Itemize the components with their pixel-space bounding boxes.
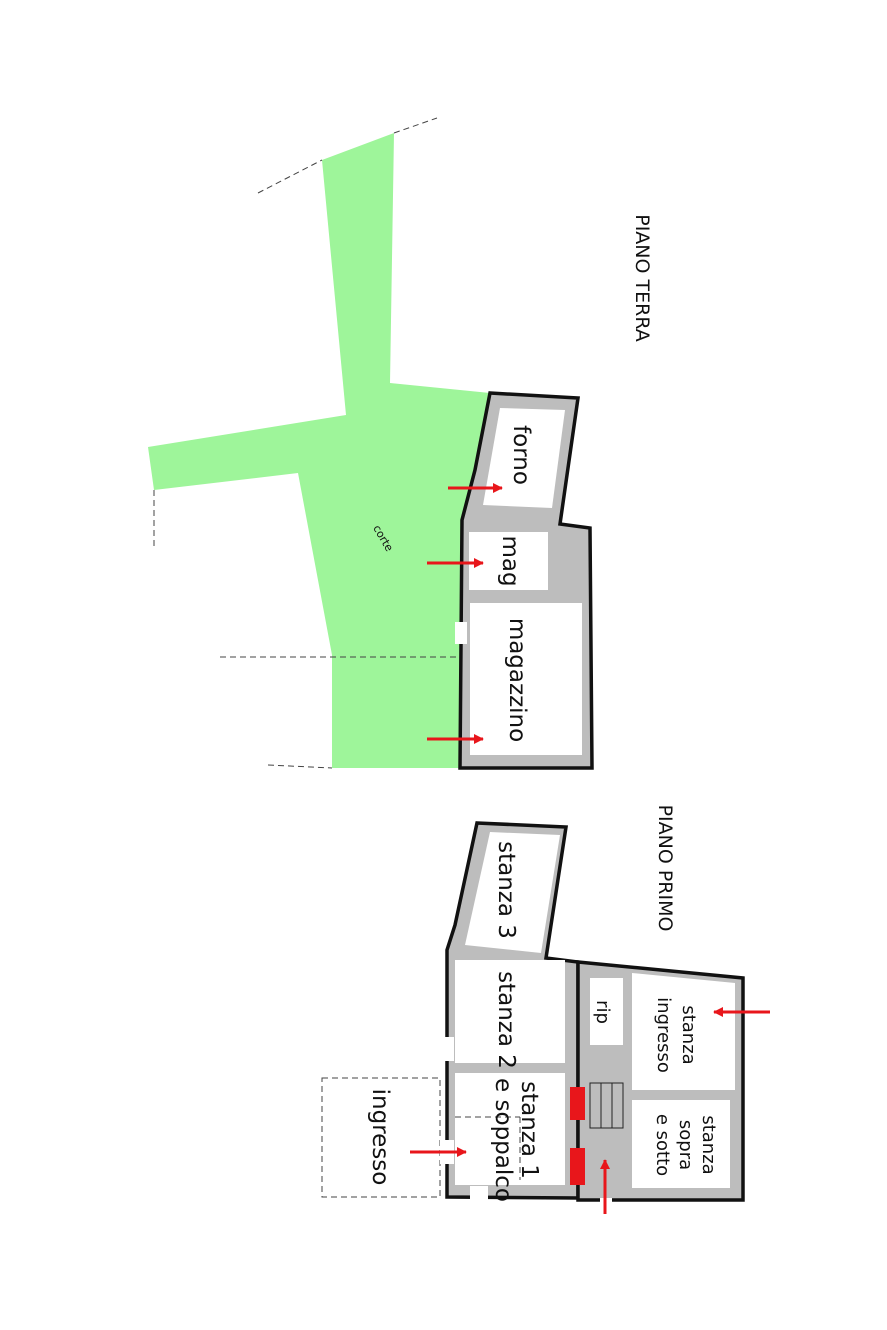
- stairs-icon: [589, 1082, 624, 1129]
- label-sopra-3: e sotto: [652, 1114, 673, 1176]
- label-sopra-1: stanza: [698, 1115, 719, 1174]
- label-magazzino: magazzino: [504, 618, 530, 742]
- door-opening: [470, 1186, 488, 1200]
- ground-floor: PIANO TERRA corte forno mag magazzino: [148, 117, 653, 770]
- window-marker: [570, 1087, 585, 1120]
- label-stanza-ingresso-2: ingresso: [653, 997, 674, 1073]
- room-stanza-sopra-e-sotto: [632, 1100, 730, 1188]
- boundary-line: [267, 764, 333, 769]
- room-stanza-3: [465, 832, 560, 953]
- door-opening: [455, 622, 467, 644]
- room-rip: [590, 978, 623, 1045]
- ingresso-outline: [321, 1077, 441, 1198]
- ground-floor-title: PIANO TERRA: [631, 214, 653, 342]
- boundary-line: [257, 159, 323, 194]
- room-stanza-2: [455, 960, 565, 1063]
- label-stanza-1: stanza 1: [516, 1081, 542, 1179]
- door-opening: [440, 1037, 454, 1061]
- label-sopra-2: sopra: [675, 1120, 696, 1170]
- first-floor: PIANO PRIMO stanza 3 stanza 2 stanza 1 e…: [321, 805, 770, 1214]
- room-stanza-1: [455, 1073, 565, 1185]
- label-stanza-2: stanza 2: [493, 971, 519, 1069]
- window-marker: [570, 1148, 585, 1185]
- label-mag: mag: [497, 535, 523, 586]
- label-stanza-3: stanza 3: [493, 841, 519, 939]
- label-soppalco: e soppalco: [490, 1078, 516, 1202]
- label-ingresso: ingresso: [367, 1089, 393, 1186]
- room-magazzino: [470, 603, 582, 755]
- label-rip: rip: [592, 1000, 613, 1024]
- first-floor-title: PIANO PRIMO: [654, 805, 676, 932]
- room-forno: [483, 408, 565, 508]
- room-stanza-ingresso: [632, 973, 735, 1090]
- courtyard: [148, 133, 490, 768]
- label-forno: forno: [508, 425, 534, 485]
- label-stanza-ingresso-1: stanza: [678, 1005, 699, 1064]
- boundary-line: [393, 117, 438, 134]
